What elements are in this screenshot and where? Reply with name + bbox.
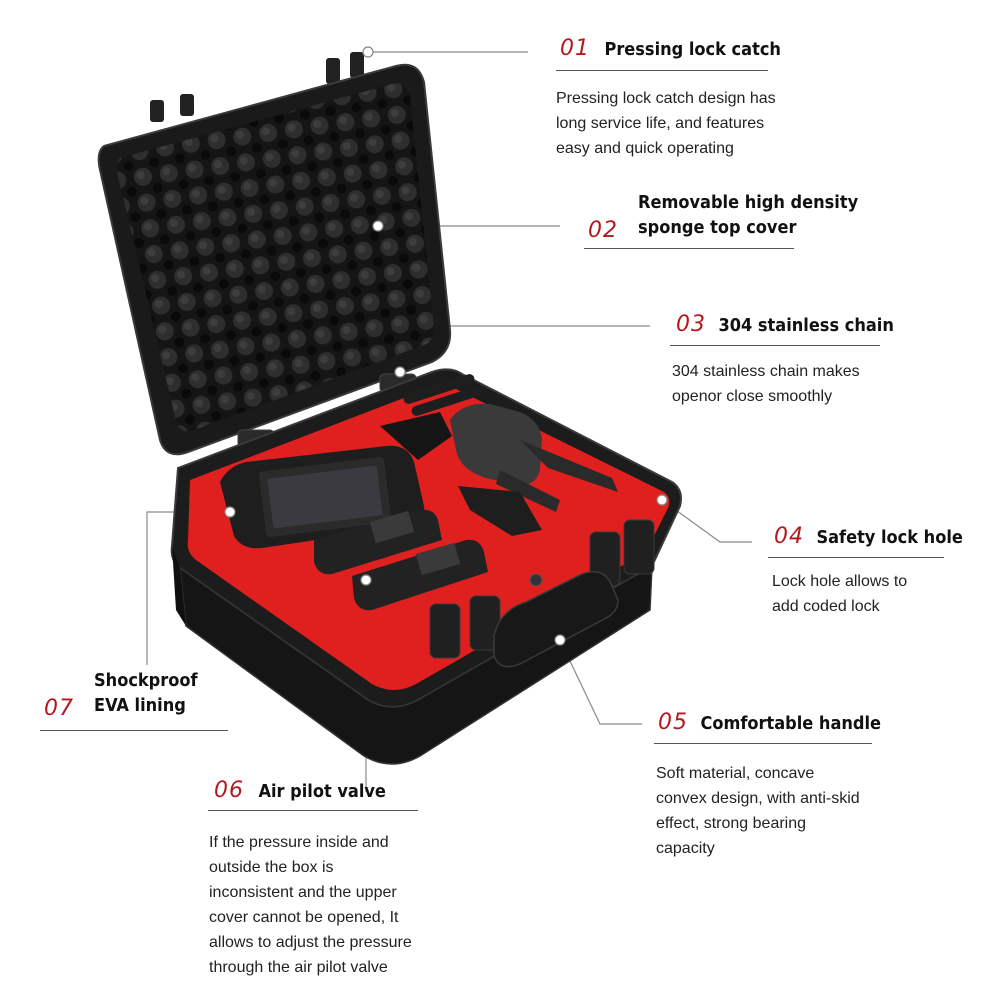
description-line: openor close smoothly — [672, 388, 833, 405]
feature-06-description: If the pressure inside and outside the b… — [209, 830, 412, 980]
feature-title: Safety lock hole — [816, 527, 963, 548]
description-line: add coded lock — [772, 598, 880, 615]
feature-05-description: Soft material, concave convex design, wi… — [656, 761, 860, 861]
description-line: cover cannot be opened, It — [209, 909, 399, 926]
feature-title: 304 stainless chain — [718, 315, 894, 336]
feature-number: 01 — [560, 36, 590, 61]
description-line: Soft material, concave — [656, 765, 815, 782]
feature-number: 05 — [658, 710, 688, 735]
divider — [556, 70, 768, 71]
description-line: If the pressure inside and — [209, 834, 389, 851]
feature-07: 07 Shockproof EVA lining — [44, 670, 198, 721]
divider — [654, 743, 872, 744]
description-line: easy and quick operating — [556, 140, 734, 157]
feature-number: 03 — [676, 312, 706, 337]
feature-01-description: Pressing lock catch design has long serv… — [556, 86, 776, 161]
description-line: 304 stainless chain makes — [672, 363, 860, 380]
feature-01: 01 Pressing lock catch — [560, 36, 781, 61]
feature-03-description: 304 stainless chain makes openor close s… — [672, 359, 860, 409]
description-line: through the air pilot valve — [209, 959, 388, 976]
feature-title-line: Removable high density — [638, 192, 859, 213]
lid-latches — [150, 52, 364, 122]
leader-line-05 — [559, 639, 642, 725]
divider — [40, 730, 228, 731]
feature-number: 06 — [214, 778, 244, 803]
feature-title-line: sponge top cover — [638, 217, 797, 238]
batteries — [314, 509, 488, 611]
feature-03: 03 304 stainless chain — [676, 312, 894, 337]
divider — [584, 248, 794, 249]
accessories — [380, 374, 483, 460]
divider — [208, 810, 418, 811]
feature-title: Air pilot valve — [258, 781, 386, 802]
divider — [670, 345, 880, 346]
feature-number: 02 — [588, 218, 618, 243]
feature-number: 04 — [774, 524, 804, 549]
feature-02: 02 Removable high density sponge top cov… — [588, 192, 859, 243]
lid-foam — [116, 83, 435, 432]
feature-number: 07 — [44, 696, 74, 721]
front-latches — [429, 519, 655, 659]
description-line: Lock hole allows to — [772, 573, 908, 590]
description-line: outside the box is — [209, 859, 334, 876]
feature-05: 05 Comfortable handle — [658, 710, 881, 735]
callout-dots — [224, 46, 668, 646]
handle — [493, 571, 619, 668]
feature-title: Pressing lock catch — [604, 39, 781, 60]
description-line: long service life, and features — [556, 115, 765, 132]
description-line: convex design, with anti-skid — [656, 790, 860, 807]
feature-06: 06 Air pilot valve — [214, 778, 386, 803]
drone — [450, 403, 618, 536]
feature-04-description: Lock hole allows to add coded lock — [772, 569, 907, 619]
case-side — [172, 546, 186, 626]
feature-title-line: Shockproof — [94, 670, 198, 691]
air-valve — [529, 573, 543, 587]
description-line: effect, strong bearing — [656, 815, 807, 832]
description-line: inconsistent and the upper — [209, 884, 397, 901]
divider — [768, 557, 944, 558]
feature-04: 04 Safety lock hole — [774, 524, 963, 549]
description-line: Pressing lock catch design has — [556, 90, 776, 107]
feature-title: Comfortable handle — [700, 713, 882, 734]
feature-title-line: EVA lining — [94, 695, 186, 716]
case-front — [179, 564, 653, 765]
description-line: allows to adjust the pressure — [209, 934, 412, 951]
leader-line-04 — [661, 499, 752, 543]
description-line: capacity — [656, 840, 715, 857]
